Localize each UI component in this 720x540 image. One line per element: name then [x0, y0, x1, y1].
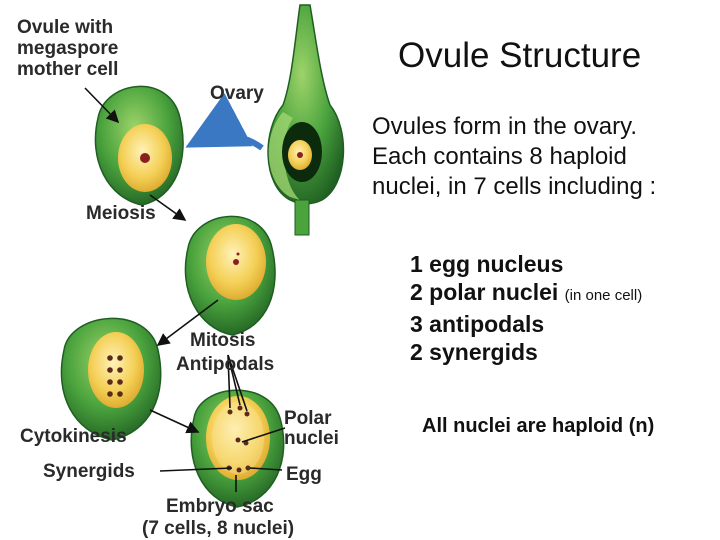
list-item: 3 antipodals	[410, 310, 642, 338]
list-item-main: 2 polar nuclei	[410, 279, 559, 305]
nuclei-list: 1 egg nucleus 2 polar nuclei (in one cel…	[410, 250, 642, 366]
egg-pointer	[249, 467, 283, 471]
synergids-pointer	[159, 467, 233, 472]
cytokinesis-arrow	[149, 409, 200, 434]
ovule-megaspore-mother-cell	[94, 85, 184, 206]
label-egg: Egg	[286, 464, 322, 485]
ovary-to-ovule-arrow	[185, 93, 264, 151]
ovule-embryo-sac	[190, 389, 285, 508]
list-item: 2 polar nuclei (in one cell)	[410, 278, 642, 310]
label-ovary: Ovary	[210, 83, 264, 104]
list-item: 2 synergids	[410, 338, 642, 366]
label-antipodals: Antipodals	[176, 354, 275, 375]
ovule-after-mitosis	[60, 317, 162, 441]
label-embryo-sac: Embryo sac	[166, 496, 274, 517]
list-item: 1 egg nucleus	[410, 250, 642, 278]
label-synergids: Synergids	[43, 461, 135, 482]
label-meiosis: Meiosis	[86, 203, 156, 224]
intro-line: nuclei, in 7 cells including :	[372, 173, 657, 200]
ovule-after-meiosis	[184, 215, 276, 336]
list-item-main: 2 synergids	[410, 339, 538, 365]
list-item-main: 1 egg nucleus	[410, 251, 564, 277]
mother-cell-pointer	[84, 87, 120, 124]
label-polar: Polar	[284, 408, 332, 429]
label-mitosis: Mitosis	[190, 330, 256, 351]
ovary-illustration	[267, 4, 345, 236]
intro-line: Each contains 8 haploid	[372, 143, 627, 170]
label-nuclei: nuclei	[284, 428, 339, 449]
slide-title: Ovule Structure	[398, 36, 642, 75]
label-cytokinesis: Cytokinesis	[20, 426, 127, 447]
haploid-note: All nuclei are haploid (n)	[422, 415, 655, 437]
list-item-note: (in one cell)	[564, 287, 643, 304]
list-item-main: 3 antipodals	[410, 311, 545, 337]
antipodal-pointer-1	[227, 354, 231, 409]
polar-nuclei-pointer	[241, 427, 286, 443]
label-megaspore: megaspore	[17, 38, 119, 59]
antipodal-pointer-3	[227, 354, 248, 412]
label-mother-cell: mother cell	[17, 59, 119, 80]
label-embryo-sac-counts: (7 cells, 8 nuclei)	[142, 518, 295, 539]
mitosis-arrow	[156, 299, 219, 346]
intro-text: Ovules form in the ovary. Each contains …	[372, 112, 712, 202]
intro-line: Ovules form in the ovary.	[372, 113, 637, 140]
ovule-development-diagram	[60, 4, 345, 508]
meiosis-arrow	[149, 194, 187, 221]
label-ovule-with: Ovule with	[17, 17, 114, 38]
